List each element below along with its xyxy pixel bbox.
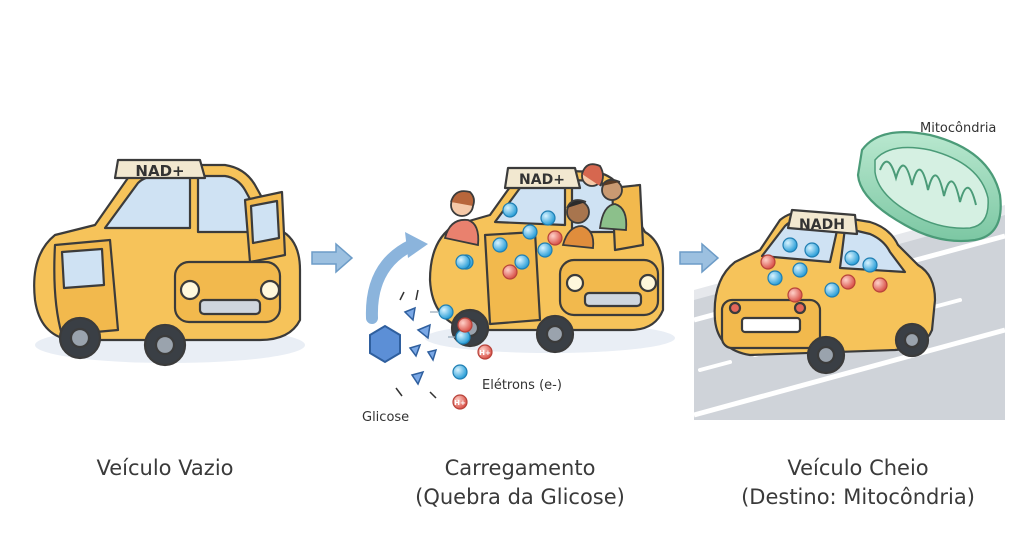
- mitochondria-icon: [856, 131, 1002, 243]
- caption-line: Veículo Cheio: [787, 456, 929, 480]
- taxi-car-icon: [713, 208, 937, 375]
- electrons-label: Elétrons (e-): [482, 378, 562, 393]
- caption-stage-1: Veículo Vazio: [40, 454, 290, 483]
- caption-stage-2: Carregamento (Quebra da Glicose): [380, 454, 660, 512]
- person-icon: [581, 163, 604, 187]
- arrow-right-icon: [311, 242, 354, 274]
- person-icon: [561, 199, 595, 249]
- electron-icon: [430, 254, 471, 380]
- caption-line: (Quebra da Glicose): [415, 485, 625, 509]
- caption-line: (Destino: Mitocôndria): [741, 485, 975, 509]
- svg-text:H+: H+: [454, 399, 466, 407]
- person-icon: [443, 190, 480, 247]
- nad-plus-badge: NAD+: [135, 162, 184, 180]
- stage-2-loading: NAD+: [362, 163, 675, 425]
- stage-3-full-taxi: Mitocôndria NADH: [693, 121, 1006, 420]
- taxi-car-icon: [33, 158, 302, 367]
- proton-icon: H+ H+: [452, 317, 493, 410]
- svg-text:H+: H+: [479, 349, 491, 357]
- curved-arrow-icon: [365, 239, 418, 324]
- arrow-right-icon: [679, 242, 720, 274]
- caption-line: Veículo Vazio: [96, 456, 234, 480]
- stage-1-empty-taxi: NAD+: [33, 158, 305, 367]
- nad-plus-badge: NAD+: [519, 172, 565, 188]
- person-icon: [598, 178, 628, 231]
- mitochondria-label: Mitocôndria: [920, 121, 996, 136]
- caption-line: Carregamento: [444, 456, 596, 480]
- glucose-label: Glicose: [362, 410, 409, 425]
- nadh-badge: NADH: [799, 217, 845, 233]
- caption-stage-3: Veículo Cheio (Destino: Mitocôndria): [712, 454, 1004, 512]
- glucose-hexagon-icon: [369, 289, 438, 399]
